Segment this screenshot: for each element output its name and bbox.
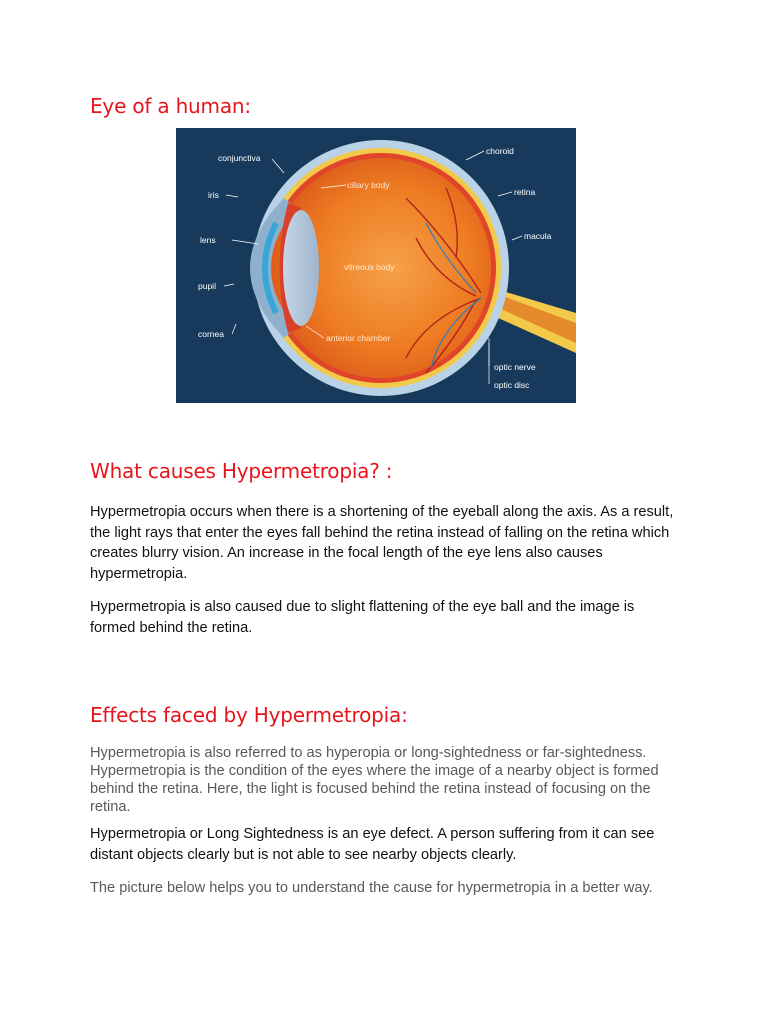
label-optic-nerve: optic nerve <box>494 362 536 372</box>
effects-paragraph-2: Hypermetropia or Long Sightedness is an … <box>90 826 655 863</box>
heading-eye-of-a-human: Eye of a human: <box>90 94 251 118</box>
label-choroid: choroid <box>486 146 514 156</box>
label-iris: iris <box>208 190 219 200</box>
label-lens: lens <box>200 235 216 245</box>
lens-shape <box>283 210 319 326</box>
label-vitreous-body: vitreous body <box>344 262 395 272</box>
blood-vessels <box>405 187 482 374</box>
label-macula: macula <box>524 231 552 241</box>
label-cornea: cornea <box>198 329 224 339</box>
eye-diagram-svg: conjunctiva iris lens pupil cornea cilia… <box>198 140 576 396</box>
effects-paragraph-1: Hypermetropia is also referred to as hyp… <box>90 745 659 815</box>
label-anterior-chamber: anterior chamber <box>326 333 390 343</box>
veins <box>425 222 482 369</box>
label-optic-disc: optic disc <box>494 380 530 390</box>
label-conjunctiva: conjunctiva <box>218 153 261 163</box>
iris-shape <box>262 221 279 315</box>
cornea-shape <box>250 198 296 338</box>
effects-paragraph-3: The picture below helps you to understan… <box>90 880 653 896</box>
heading-what-causes: What causes Hypermetropia? : <box>90 459 393 483</box>
causes-paragraph-2: Hypermetropia is also caused due to slig… <box>90 599 635 636</box>
label-retina: retina <box>514 187 536 197</box>
label-ciliary-body: ciliary body <box>347 180 390 190</box>
optic-nerve-core <box>481 288 576 343</box>
causes-paragraph-1: Hypermetropia occurs when there is a sho… <box>90 504 674 582</box>
heading-effects: Effects faced by Hypermetropia: <box>90 703 408 727</box>
label-leader-lines <box>223 150 523 384</box>
vitreous-body-shape <box>271 158 491 378</box>
label-pupil: pupil <box>198 281 216 291</box>
eye-anatomy-diagram: conjunctiva iris lens pupil cornea cilia… <box>176 128 576 403</box>
